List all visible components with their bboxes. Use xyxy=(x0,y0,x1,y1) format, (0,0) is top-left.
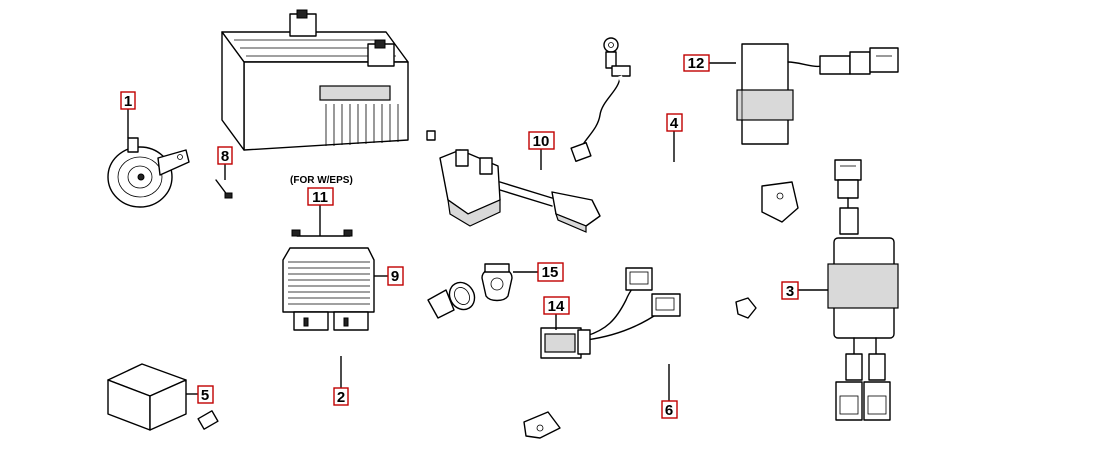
sensor-unit xyxy=(827,159,899,421)
callout-3: 3 xyxy=(781,281,799,300)
battery-cable xyxy=(570,37,799,223)
horn xyxy=(107,137,190,208)
svg-text:4: 4 xyxy=(670,115,679,132)
eps-note: (FOR W/EPS) xyxy=(290,175,353,186)
callout-4: 4 xyxy=(666,113,683,132)
callout-15: 15 xyxy=(537,262,564,282)
callout-5: 5 xyxy=(197,385,214,404)
callout-11: 11 xyxy=(307,187,334,206)
callout-2: 2 xyxy=(333,387,349,406)
callout-1: 1 xyxy=(120,91,136,110)
callout-14: 14 xyxy=(543,296,570,315)
small-module xyxy=(107,363,187,431)
wire-lead xyxy=(197,281,476,430)
screw xyxy=(215,179,233,199)
svg-text:1: 1 xyxy=(124,93,132,110)
callout-12: 12 xyxy=(683,54,710,72)
callout-10: 10 xyxy=(528,131,555,150)
callout-6: 6 xyxy=(661,400,678,419)
eps-relay-unit xyxy=(426,130,601,233)
svg-text:10: 10 xyxy=(533,133,550,150)
ground-cable xyxy=(523,297,757,439)
svg-text:6: 6 xyxy=(665,402,673,419)
svg-text:15: 15 xyxy=(542,264,559,281)
callout-8: 8 xyxy=(217,146,233,165)
flasher-module xyxy=(736,43,899,145)
svg-text:5: 5 xyxy=(201,387,209,404)
svg-text:9: 9 xyxy=(391,268,399,285)
sub-harness xyxy=(540,267,681,359)
battery xyxy=(221,9,409,151)
regulator-rectifier xyxy=(282,229,375,331)
svg-text:2: 2 xyxy=(337,389,345,406)
svg-text:11: 11 xyxy=(312,189,328,206)
leader-lines xyxy=(127,62,828,401)
svg-text:3: 3 xyxy=(786,283,794,300)
svg-text:8: 8 xyxy=(221,148,229,165)
round-switch xyxy=(481,263,513,302)
svg-text:14: 14 xyxy=(548,298,565,315)
svg-text:12: 12 xyxy=(688,55,705,72)
callout-9: 9 xyxy=(387,266,404,286)
